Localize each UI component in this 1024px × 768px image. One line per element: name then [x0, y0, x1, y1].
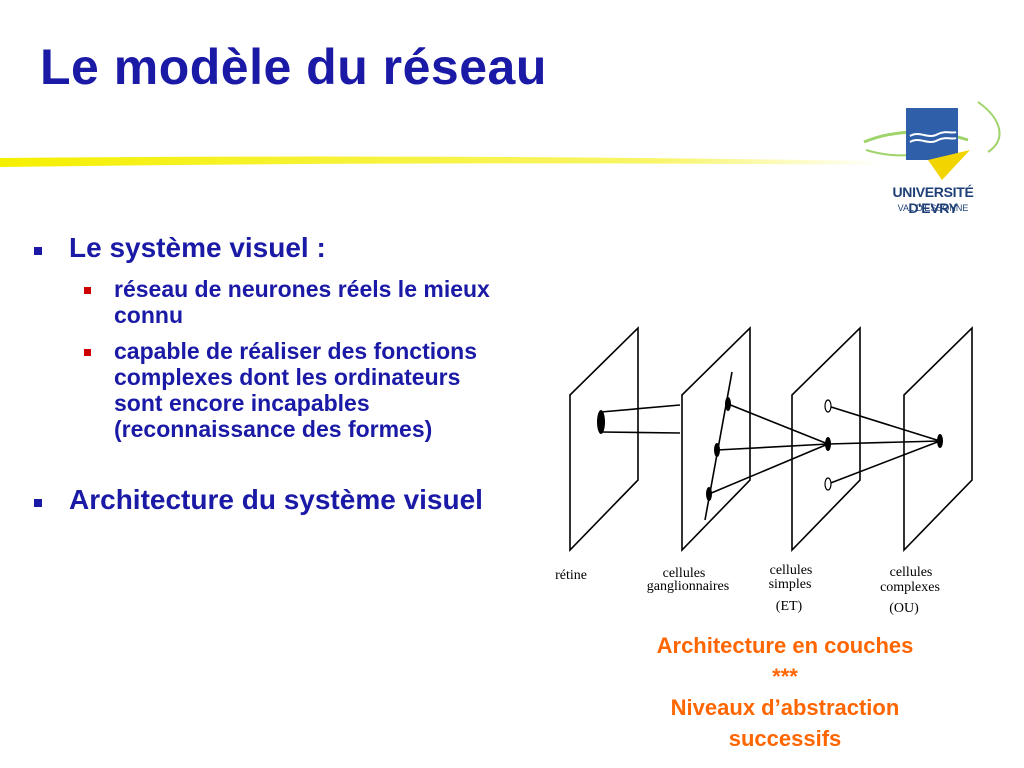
neuron-simple: [824, 477, 832, 491]
neuron-ganglion: [706, 487, 712, 501]
label-ganglion-1: cellules: [663, 566, 706, 581]
title-underline: [0, 156, 880, 167]
label-complexes-2: complexes: [880, 580, 940, 595]
connection-line: [600, 431, 681, 434]
neuron-simple: [824, 399, 832, 413]
label-retine: rétine: [555, 568, 587, 583]
square-bullet-icon: [84, 287, 91, 294]
bullet-text: Architecture du système visuel: [69, 484, 483, 515]
diagram-caption: Architecture en couches *** Niveaux d’ab…: [610, 630, 960, 754]
neuron-retine: [597, 410, 605, 434]
connection-line: [827, 440, 941, 485]
connection-line: [716, 443, 829, 451]
sub-bullet-item: réseau de neurones réels le mieux connu: [30, 276, 510, 328]
bullet-item: Architecture du système visuel: [30, 484, 510, 516]
connection-line: [827, 440, 941, 445]
neuron-ganglion: [714, 443, 720, 457]
layer-plane-simples: [791, 326, 861, 552]
connection-line: [708, 443, 829, 495]
label-ganglion-2: ganglionnaires: [647, 579, 729, 594]
visual-system-diagram: rétine cellules ganglionnaires cellules …: [555, 326, 973, 616]
university-logo: [863, 101, 1001, 180]
neuron-simple: [825, 437, 831, 451]
bullet-item: Le système visuel :: [30, 232, 510, 264]
layer-plane-ganglion: [681, 326, 751, 552]
logo-subtitle: VAL D'ESSONNE: [897, 203, 969, 213]
label-complexes-1: cellules: [890, 565, 933, 580]
slide-title: Le modèle du réseau: [40, 39, 547, 95]
layer-plane-retine: [569, 326, 639, 552]
connection-line: [827, 405, 941, 442]
caption-line: ***: [772, 664, 798, 689]
label-complexes-3: (OU): [889, 601, 919, 616]
label-simples-1: cellules: [770, 563, 813, 578]
connection-line: [727, 403, 829, 445]
connection-line: [600, 404, 681, 413]
caption-line: Architecture en couches: [656, 633, 914, 658]
label-simples-2: simples: [769, 577, 812, 592]
square-bullet-icon: [34, 247, 42, 255]
neuron-ganglion: [725, 397, 731, 411]
sub-bullet-item: capable de réaliser des fonctions comple…: [30, 338, 510, 442]
square-bullet-icon: [84, 349, 91, 356]
sub-bullet-text: capable de réaliser des fonctions comple…: [114, 338, 478, 442]
logo-university-name: UNIVERSITÉ D'EVRY: [892, 184, 974, 216]
layer-plane-complexes: [903, 326, 973, 552]
label-simples-3: (ET): [776, 599, 803, 614]
square-bullet-icon: [34, 499, 42, 507]
neuron-complex: [937, 434, 943, 448]
bullet-list: Le système visuel : réseau de neurones r…: [30, 232, 510, 516]
bullet-text: Le système visuel :: [69, 232, 326, 263]
caption-line: Niveaux d’abstraction: [670, 695, 900, 720]
sub-bullet-text: réseau de neurones réels le mieux connu: [114, 276, 490, 328]
caption-line: successifs: [728, 726, 842, 751]
